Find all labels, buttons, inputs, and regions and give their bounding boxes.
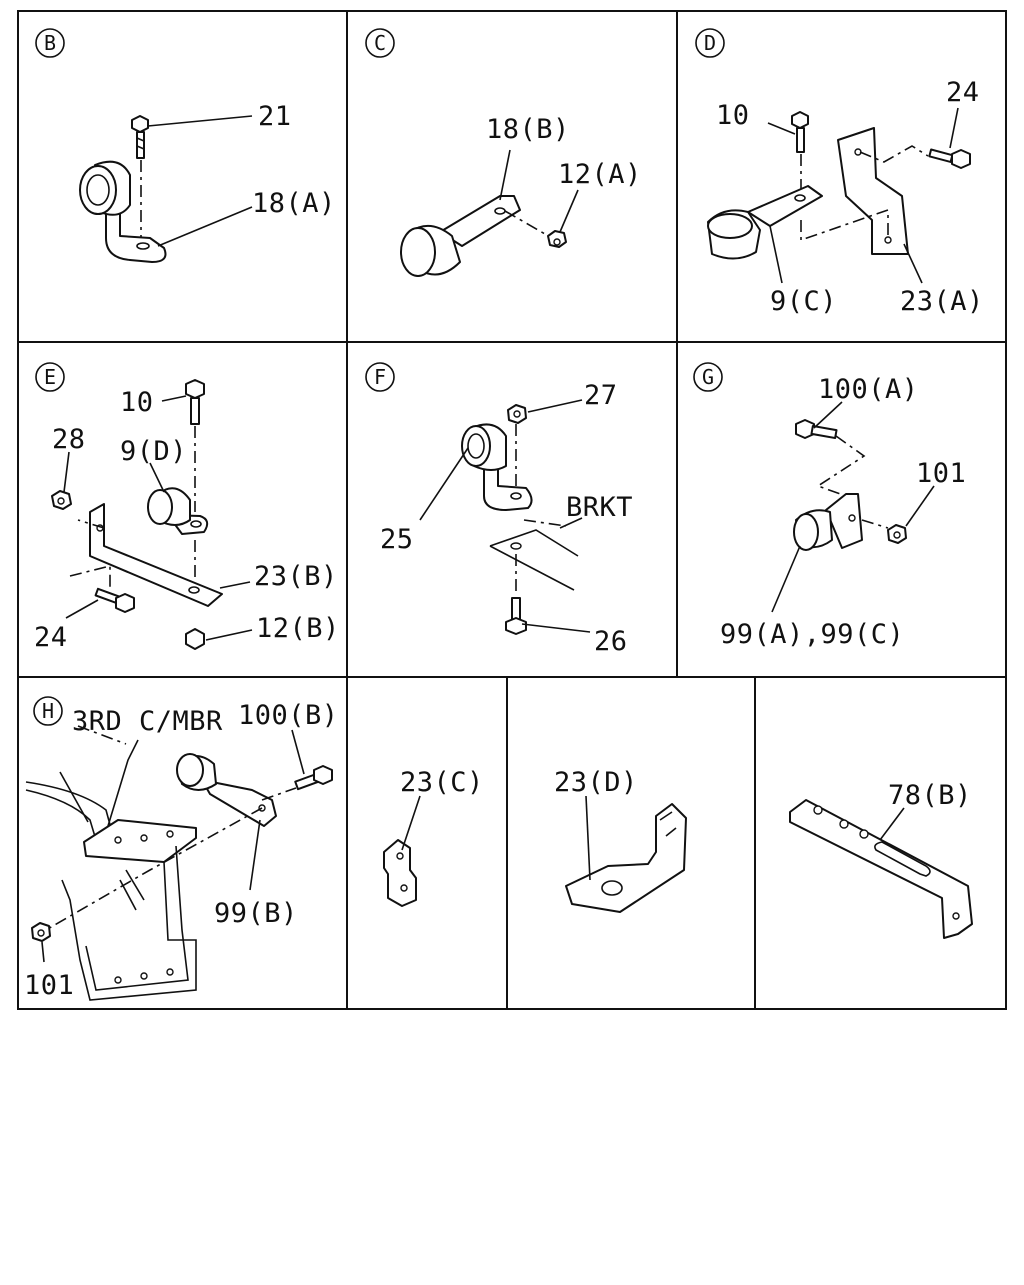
panel-g: G 100(A) 101 99(A),99(C) <box>693 362 966 650</box>
nut-101-h <box>31 922 51 942</box>
clamp-9d <box>147 487 209 535</box>
clamp-99a-99c <box>793 493 863 551</box>
svg-text:C: C <box>374 31 386 55</box>
label-25: 25 <box>380 524 414 555</box>
panel-c-marker: C <box>365 28 395 58</box>
label-23a: 23(A) <box>900 286 984 317</box>
panel-e: E <box>34 362 340 653</box>
bolt-10-e <box>185 379 205 425</box>
label-21: 21 <box>258 101 292 132</box>
nut-27 <box>507 404 527 424</box>
clamp-18a <box>79 160 167 263</box>
label-101-h: 101 <box>24 970 74 1001</box>
nut-101-g <box>887 524 907 544</box>
label-101-g: 101 <box>916 458 966 489</box>
label-23d: 23(D) <box>554 767 638 798</box>
bracket-plate <box>489 529 579 591</box>
svg-text:B: B <box>44 31 56 55</box>
svg-text:E: E <box>44 365 56 389</box>
bolt-21 <box>131 115 149 159</box>
label-24-e: 24 <box>34 622 68 653</box>
label-99b: 99(B) <box>214 898 298 929</box>
panel-f: F 27 25 BRKT 26 <box>365 362 633 657</box>
panel-d-marker: D <box>695 28 725 58</box>
bolt-24 <box>928 148 971 169</box>
nut-28 <box>51 490 72 510</box>
panel-b: B 21 18(A) <box>35 28 336 263</box>
clamp-99b <box>176 753 277 827</box>
bolt-100b <box>294 765 333 791</box>
label-100a: 100(A) <box>818 374 919 405</box>
label-23b: 23(B) <box>254 561 338 592</box>
bracket-23a <box>837 127 909 255</box>
label-9c: 9(C) <box>770 286 837 317</box>
nut-12b <box>185 628 205 650</box>
bracket-23c <box>383 839 417 907</box>
label-100b: 100(B) <box>238 700 339 731</box>
panel-g-marker: G <box>693 362 723 392</box>
label-12a: 12(A) <box>558 159 642 190</box>
panel-78b: 78(B) <box>789 780 973 939</box>
crossmember <box>25 739 197 1001</box>
bracket-23d <box>565 803 687 913</box>
label-10-d: 10 <box>716 100 750 131</box>
bolt-100a <box>795 419 838 440</box>
nut-12a <box>547 230 567 248</box>
label-9d: 9(D) <box>120 436 187 467</box>
svg-text:G: G <box>702 365 714 389</box>
bolt-24-e <box>94 587 135 613</box>
label-23c: 23(C) <box>400 767 484 798</box>
panel-e-marker: E <box>35 362 65 392</box>
bolt-26 <box>505 597 527 635</box>
panel-f-marker: F <box>365 362 395 392</box>
panel-23c: 23(C) <box>383 767 484 907</box>
label-78b: 78(B) <box>888 780 972 811</box>
label-12b: 12(B) <box>256 613 340 644</box>
bracket-78b <box>789 799 973 939</box>
label-brkt: BRKT <box>566 492 633 523</box>
panel-d: D 10 24 9(C) 23(A) <box>695 28 984 317</box>
label-24-d: 24 <box>946 77 980 108</box>
label-26: 26 <box>594 626 628 657</box>
label-27: 27 <box>584 380 618 411</box>
clamp-9c <box>707 185 823 260</box>
panel-c: C 18(B) 12(A) <box>365 28 642 277</box>
label-18b: 18(B) <box>486 114 570 145</box>
panel-h: H <box>24 696 339 1001</box>
panel-23d: 23(D) <box>554 767 687 913</box>
label-28: 28 <box>52 424 86 455</box>
bolt-10 <box>791 111 809 153</box>
label-99a-99c: 99(A),99(C) <box>720 619 904 650</box>
label-3rd-cmbr: 3RD C/MBR <box>72 706 223 737</box>
panel-b-marker: B <box>35 28 65 58</box>
label-10-e: 10 <box>120 387 154 418</box>
svg-text:F: F <box>374 365 386 389</box>
clamp-25 <box>461 423 533 511</box>
clamp-18b <box>400 195 521 277</box>
label-18a: 18(A) <box>252 188 336 219</box>
panel-h-marker: H <box>33 696 63 726</box>
diagram-grid <box>17 10 1007 1010</box>
svg-text:D: D <box>704 31 716 55</box>
svg-text:H: H <box>42 699 54 723</box>
